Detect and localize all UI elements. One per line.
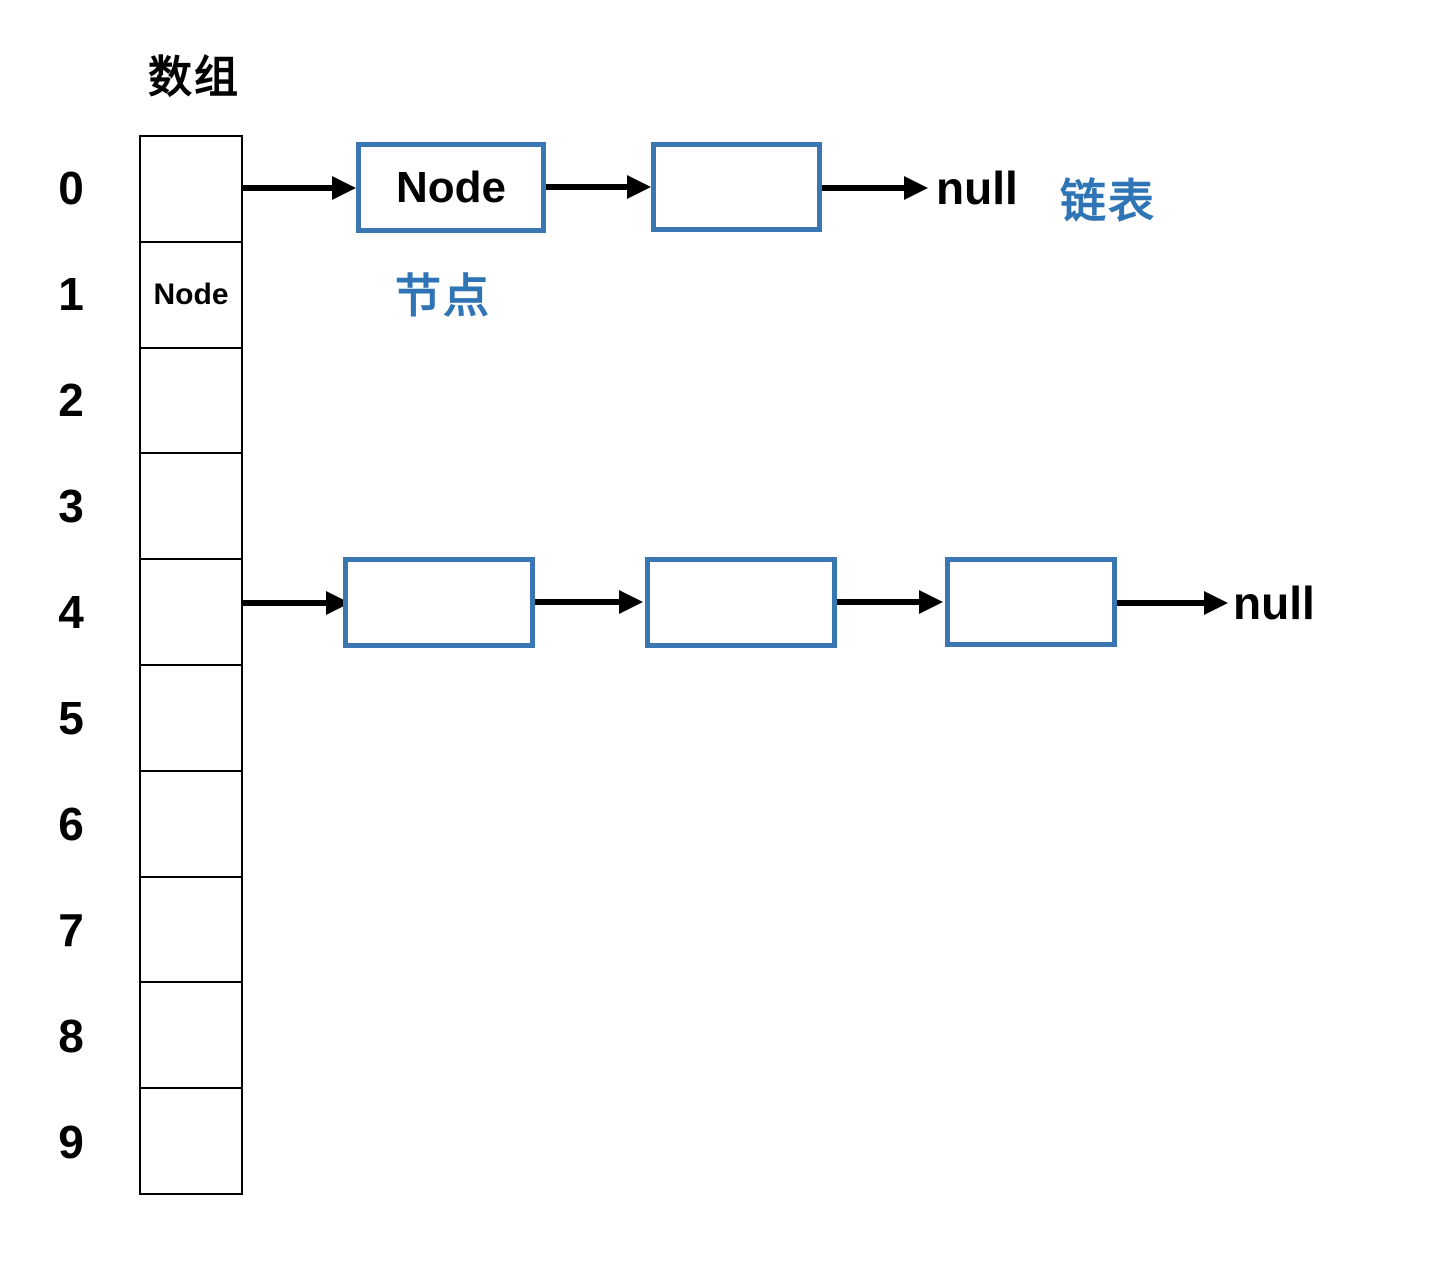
arrow-head-icon [627, 175, 651, 199]
array-cell: Node [141, 243, 241, 349]
arrow-head-icon [332, 176, 356, 200]
array: Node [139, 135, 243, 1195]
array-cell [141, 666, 241, 772]
arrow-line [243, 600, 328, 606]
array-index-label: 3 [58, 480, 84, 532]
arrow-head-icon [619, 590, 643, 614]
linked-list-node-box [945, 557, 1117, 647]
array-index-label: 4 [58, 586, 84, 638]
array-index-label: 8 [58, 1010, 84, 1062]
array-index-label: 6 [58, 798, 84, 850]
linked-list-node-box [645, 557, 837, 648]
array-cell [141, 137, 241, 243]
linked-list-node-box: Node [356, 142, 546, 233]
array-cell [141, 983, 241, 1090]
array-index-label: 2 [58, 374, 84, 426]
linked-list-node-box [343, 557, 535, 648]
linked-list-node-box [651, 142, 822, 232]
arrow-head-icon [1204, 591, 1228, 615]
arrow-head-icon [919, 590, 943, 614]
arrow-line [1117, 600, 1206, 606]
array-cell [141, 560, 241, 666]
array-cell [141, 878, 241, 984]
array-cell [141, 772, 241, 878]
arrow-line [546, 184, 629, 190]
array-index-label: 1 [58, 268, 84, 320]
arrow-line [243, 185, 336, 191]
array-index-label: 7 [58, 904, 84, 956]
null-terminator: null [936, 162, 1018, 214]
array-cell [141, 1089, 241, 1193]
arrow-line [837, 599, 921, 605]
array-cell [141, 349, 241, 455]
array-cell [141, 454, 241, 561]
array-index-label: 9 [58, 1116, 84, 1168]
arrow-head-icon [904, 176, 928, 200]
arrow-line [822, 185, 906, 191]
array-index-label: 5 [58, 692, 84, 744]
array-index-label: 0 [58, 162, 84, 214]
linked-list-annotation: 链表 [1060, 175, 1156, 227]
arrow-line [535, 599, 621, 605]
node-annotation: 节点 [395, 270, 491, 322]
array-title: 数组 [148, 53, 240, 102]
null-terminator: null [1233, 577, 1315, 629]
